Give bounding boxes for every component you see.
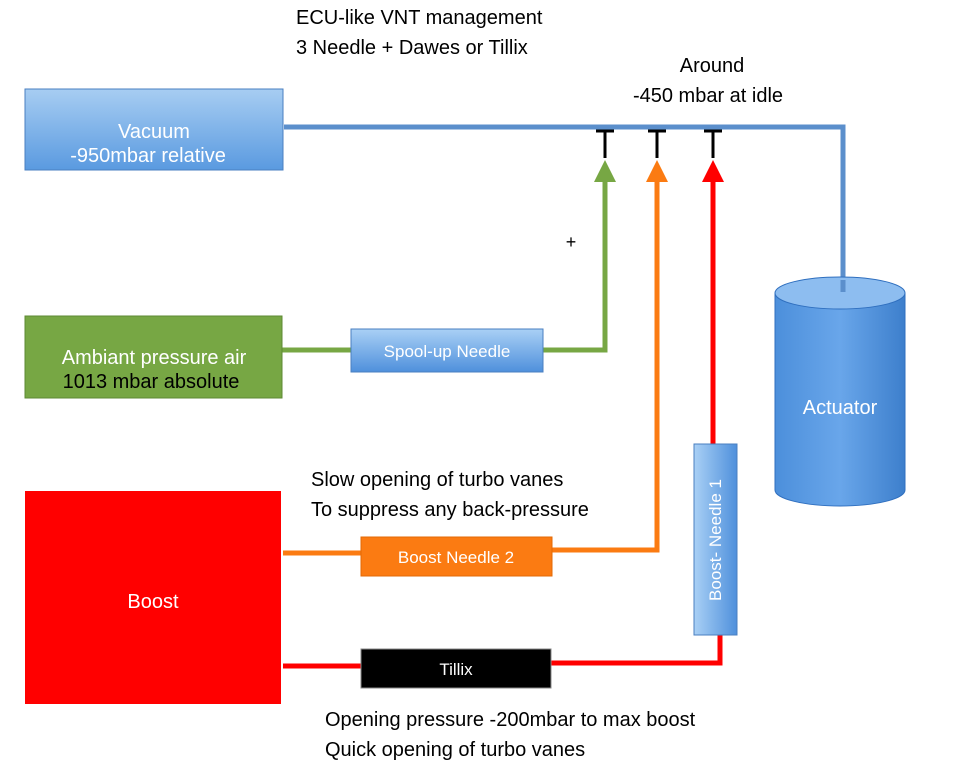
vacuum-pressure: -950mbar relative: [70, 145, 226, 167]
ambient-label: Ambiant pressure air: [62, 347, 247, 369]
t-connector-needle2: [648, 129, 666, 158]
actuator: Actuator: [774, 276, 906, 507]
vacuum-label: Vacuum: [118, 121, 190, 143]
idle-note-line-2: -450 mbar at idle: [633, 85, 783, 107]
needle2-line-right: [552, 180, 660, 553]
actuator-label: Actuator: [803, 397, 878, 419]
spool-needle: Spool-up Needle: [350, 328, 544, 373]
needle1-arrow-head: [702, 160, 724, 182]
opening-pressure-note: Opening pressure -200mbar to max boost: [325, 709, 696, 731]
quick-opening-note: Quick opening of turbo vanes: [325, 739, 585, 761]
ambient-line-right: [543, 180, 608, 353]
vacuum-box: Vacuum -950mbar relative: [24, 88, 284, 171]
t-connector-spool: [596, 129, 614, 158]
title-line-2: 3 Needle + Dawes or Tillix: [296, 37, 528, 59]
tillix-label: Tillix: [439, 660, 473, 679]
idle-note-line-1: Around: [680, 55, 745, 77]
tillix-line-right: [551, 634, 723, 666]
title-line-1: ECU-like VNT management: [296, 7, 543, 29]
ambient-box: Ambiant pressure air 1013 mbar absolute: [24, 315, 283, 399]
boost-needle-2-label: Boost Needle 2: [398, 548, 514, 567]
boost-box: Boost: [25, 491, 281, 704]
t-connector-needle1: [704, 129, 722, 158]
boost-label: Boost: [127, 591, 179, 613]
plus-sign: +: [566, 232, 577, 252]
vacuum-line: [284, 124, 846, 290]
boost-needle-1-label: Boost- Needle 1: [706, 479, 725, 601]
tillix-valve: Tillix: [360, 648, 552, 689]
ambient-pressure: 1013 mbar absolute: [63, 371, 240, 393]
back-pressure-note: To suppress any back-pressure: [311, 499, 589, 521]
spool-needle-label: Spool-up Needle: [384, 342, 511, 361]
needle2-arrow-head: [646, 160, 668, 182]
boost-needle-1: Boost- Needle 1: [693, 443, 738, 636]
slow-opening-note: Slow opening of turbo vanes: [311, 469, 563, 491]
boost-needle-2: Boost Needle 2: [360, 536, 553, 577]
spool-arrow-head: [594, 160, 616, 182]
